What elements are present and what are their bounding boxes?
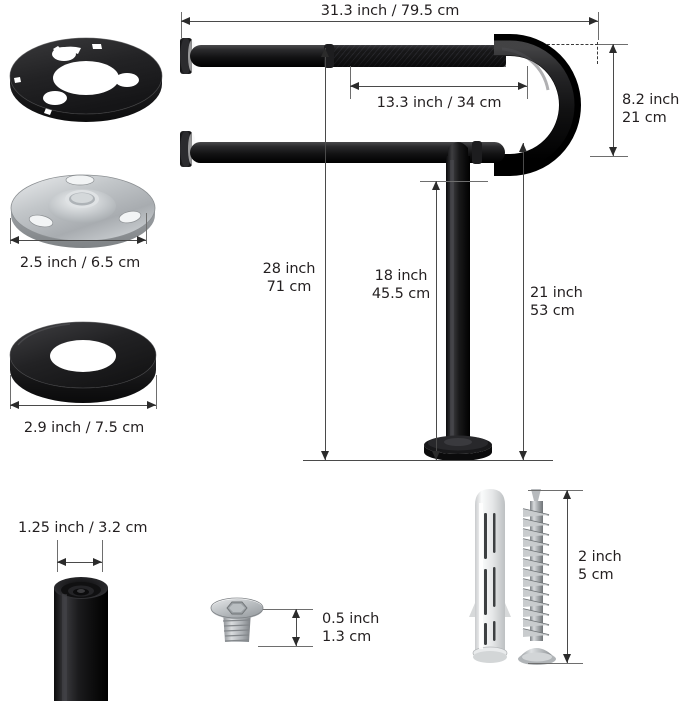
- dim-label-ubend-height-line1: 8.2 inch: [622, 92, 679, 108]
- ext-line-hexbolt-top: [263, 609, 313, 610]
- dim-line-overall-length: [181, 21, 598, 22]
- dim-label-hexbolt-length-line2: 1.3 cm: [322, 628, 372, 645]
- dim-label-lower-rail-height-line1: 21 inch: [530, 285, 583, 301]
- dim-label-post-height-line1: 18 inch: [374, 268, 428, 284]
- part-black-slotted-flange: [6, 22, 166, 130]
- arrow-right-grip: [518, 82, 527, 90]
- arrow-up-ubend: [609, 44, 617, 53]
- ext-line-steel-flange-right: [146, 213, 147, 244]
- dim-line-post-height: [436, 181, 437, 460]
- part-steel-mounting-plate: [8, 163, 158, 253]
- ext-line-overall-right: [598, 12, 599, 40]
- arrow-left-tube: [57, 558, 66, 566]
- part-wood-screw: [515, 487, 557, 667]
- dim-line-ubend-height: [613, 44, 614, 156]
- arrow-up-screw: [563, 490, 571, 499]
- arrow-up-lower-rail: [519, 143, 527, 152]
- part-wall-anchor: [469, 487, 511, 667]
- dim-line-lower-rail-height: [523, 143, 524, 460]
- ext-line-hexbolt-bottom: [258, 646, 313, 647]
- dim-label-grip-length: 13.3 inch / 34 cm: [376, 95, 502, 111]
- dim-line-screw-length: [567, 490, 568, 663]
- arrow-left-cover-ring: [10, 401, 19, 409]
- arrow-up-total-height: [321, 48, 329, 57]
- ext-line-ubend-bottom: [590, 156, 628, 157]
- dim-line-grip-length: [350, 86, 527, 87]
- ext-line-screw-top: [528, 490, 583, 491]
- ext-line-overall-left: [181, 12, 182, 38]
- part-tube-end-closeup: [50, 572, 116, 701]
- dim-label-lower-rail-height-line2: 53 cm: [530, 302, 575, 319]
- arrow-left-overall-length: [181, 17, 190, 25]
- dim-label-total-height-line2: 71 cm: [266, 278, 312, 295]
- arrow-down-lower-rail: [519, 451, 527, 460]
- ext-line-steel-flange-left: [10, 218, 11, 244]
- ext-line-cover-ring-left: [10, 375, 11, 409]
- dash-projection-vertical: [597, 42, 598, 64]
- arrow-down-ubend: [609, 147, 617, 156]
- arrow-down-post-height: [432, 451, 440, 460]
- arrow-right-cover-ring: [147, 401, 156, 409]
- arrow-right-tube: [93, 558, 102, 566]
- dim-label-ubend-height-line2: 21 cm: [622, 109, 667, 126]
- dim-label-cover-ring-diameter: 2.9 inch / 7.5 cm: [23, 420, 145, 436]
- part-hex-bolt: [210, 592, 270, 652]
- ext-line-cover-ring-right: [156, 375, 157, 409]
- dim-line-steel-flange: [10, 240, 146, 241]
- arrow-up-post-height: [432, 181, 440, 190]
- dim-line-cover-ring: [10, 405, 156, 406]
- ext-line-screw-bottom: [528, 663, 583, 664]
- ext-line-grip-right: [527, 66, 528, 99]
- ext-line-tube-left: [57, 540, 58, 572]
- dim-label-steel-flange-diameter: 2.5 inch / 6.5 cm: [19, 255, 141, 271]
- dim-label-overall-length: 31.3 inch / 79.5 cm: [320, 3, 460, 19]
- part-black-cover-ring: [8, 315, 158, 403]
- arrow-right-overall-length: [589, 17, 598, 25]
- baseline-floor: [303, 460, 553, 461]
- ext-line-post-top: [420, 181, 488, 182]
- part-grab-bar-assembly: [176, 28, 606, 468]
- arrow-down-hexbolt: [292, 637, 300, 646]
- arrow-left-grip: [350, 82, 359, 90]
- dim-label-screw-length-line1: 2 inch: [578, 549, 622, 565]
- arrow-up-hexbolt: [292, 609, 300, 618]
- ext-line-tube-right: [102, 540, 103, 572]
- dim-label-total-height-line1: 28 inch: [262, 261, 316, 277]
- dim-line-total-height: [325, 48, 326, 460]
- arrow-left-steel-flange: [10, 236, 19, 244]
- dash-projection-horizontal: [547, 44, 598, 45]
- dim-label-tube-diameter: 1.25 inch / 3.2 cm: [18, 520, 148, 536]
- dim-label-screw-length-line2: 5 cm: [578, 566, 614, 583]
- dim-label-post-height-line2: 45.5 cm: [371, 285, 431, 302]
- arrow-down-screw: [563, 654, 571, 663]
- dim-line-tube-diameter: [57, 562, 102, 563]
- dim-label-hexbolt-length-line1: 0.5 inch: [322, 611, 380, 627]
- arrow-down-total-height: [321, 451, 329, 460]
- dim-line-hexbolt-length: [296, 609, 297, 646]
- arrow-right-steel-flange: [137, 236, 146, 244]
